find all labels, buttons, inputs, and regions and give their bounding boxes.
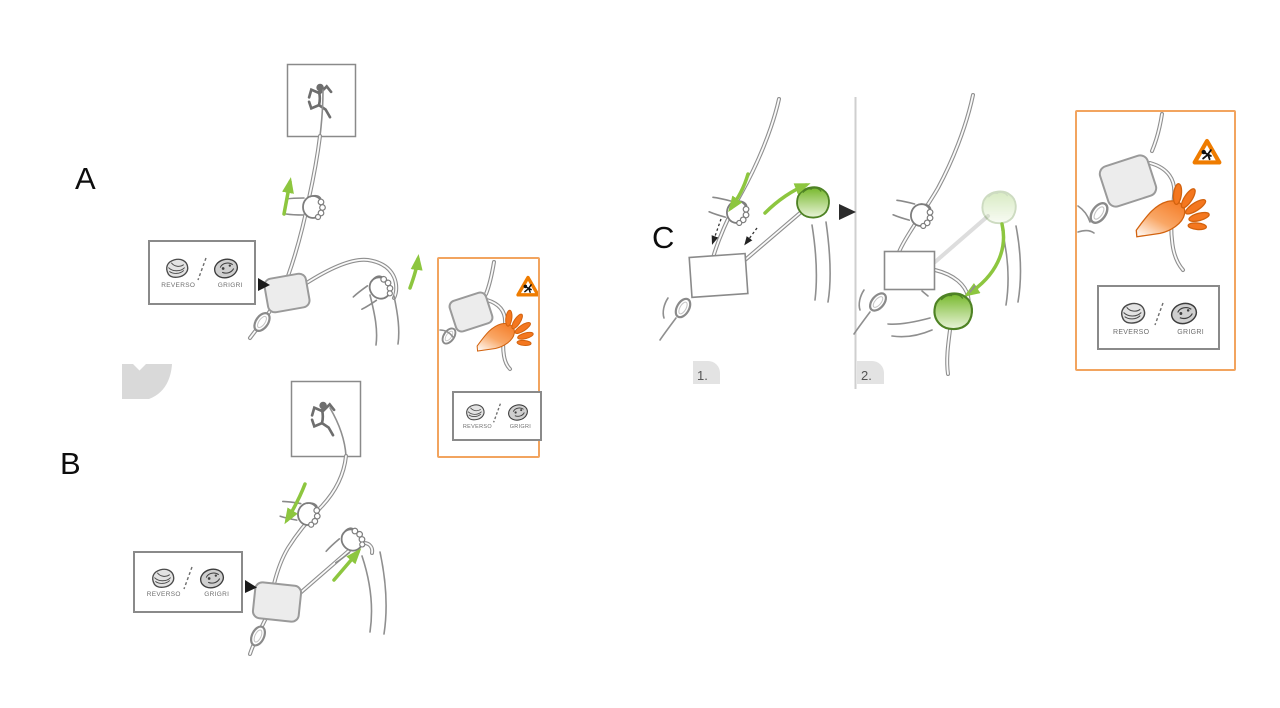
section-c-step1-illustration xyxy=(659,97,831,341)
grigri-label: GRIGRI xyxy=(204,591,230,599)
dashed-guide-right-c1 xyxy=(744,227,758,246)
sliding-hand-green-c1 xyxy=(796,186,830,219)
brake-hand-a xyxy=(350,270,399,315)
slash-separator-icon xyxy=(197,257,207,280)
device-pointer-b xyxy=(245,580,257,593)
green-arrow-brake-b xyxy=(332,548,362,582)
grigri-icon xyxy=(506,403,530,423)
warning-illustration-right xyxy=(1077,112,1219,272)
step-2-label: 2. xyxy=(861,368,872,383)
carabiner-b xyxy=(247,623,269,649)
section-label-c: C xyxy=(652,220,675,255)
device-icons-row xyxy=(164,256,240,282)
device-icons-row xyxy=(1119,300,1199,328)
green-arrow-up-c1 xyxy=(763,183,811,215)
reverso-icon xyxy=(466,404,485,421)
belay-device-a xyxy=(263,272,311,314)
green-arrow-down-b xyxy=(284,482,307,525)
device-compat-box-warning-left: REVERSO GRIGRI xyxy=(452,391,542,441)
section-c-step2-illustration xyxy=(853,93,1022,376)
gripping-hand-green-c2 xyxy=(933,292,974,331)
device-pointer-a xyxy=(258,278,270,291)
green-arrow-down-c1 xyxy=(728,172,750,213)
grigri-icon xyxy=(198,566,226,590)
reverso-label: REVERSO xyxy=(462,423,492,430)
slash-separator-icon xyxy=(492,403,502,423)
belay-device-b xyxy=(251,581,303,623)
green-curved-arrow-c2 xyxy=(963,222,1006,297)
pulling-hand-c1 xyxy=(706,193,753,229)
climber-pictogram-frame-b xyxy=(290,380,362,458)
section-label-a: A xyxy=(75,161,96,196)
warning-box-left: REVERSO GRIGRI xyxy=(437,257,542,458)
section-b-illustration xyxy=(122,364,387,656)
slash-separator-icon xyxy=(1153,302,1164,325)
step-tab-1: 1. xyxy=(693,361,720,384)
reverso-icon xyxy=(166,258,189,279)
reverso-icon xyxy=(152,568,175,588)
carabiner-c1 xyxy=(671,295,695,321)
pulling-hand-b xyxy=(278,497,324,530)
page-corner-shape xyxy=(122,364,172,399)
slash-separator-icon xyxy=(183,567,193,590)
step-1-label: 1. xyxy=(697,368,708,383)
ghost-hand-previous-position-c2 xyxy=(981,190,1017,225)
reverso-label: REVERSO xyxy=(1112,328,1150,336)
device-icons-row xyxy=(150,565,226,591)
green-arrow-up-a xyxy=(282,177,294,216)
grigri-label: GRIGRI xyxy=(217,281,243,289)
reverso-label: REVERSO xyxy=(161,281,196,289)
belay-device-warning-right xyxy=(1098,154,1158,208)
carabiner-c2 xyxy=(865,289,891,315)
belay-device-warning-left xyxy=(448,291,494,333)
step-tab-2: 2. xyxy=(857,361,884,384)
section-label-b: B xyxy=(60,446,81,481)
grigri-label: GRIGRI xyxy=(1177,328,1204,336)
dashed-guide-left-c1 xyxy=(711,218,722,245)
reverso-icon xyxy=(1120,302,1145,324)
warning-box-right: REVERSO GRIGRI xyxy=(1075,110,1236,371)
grigri-label: GRIGRI xyxy=(509,423,532,430)
belay-device-outline-c2 xyxy=(883,250,936,291)
device-compat-box-b: REVERSO GRIGRI xyxy=(133,551,243,613)
panel-advance-arrow-icon xyxy=(839,204,856,220)
device-compat-box-warning-right: REVERSO GRIGRI xyxy=(1097,285,1220,350)
section-a-illustration xyxy=(248,63,423,346)
grigri-icon xyxy=(1168,301,1199,326)
belay-device-outline-c1 xyxy=(688,252,749,299)
device-compat-box-a: REVERSO GRIGRI xyxy=(148,240,256,305)
green-arrow-brake-a xyxy=(408,254,423,290)
device-icons-row xyxy=(464,402,530,424)
reverso-label: REVERSO xyxy=(146,591,181,599)
grigri-icon xyxy=(212,257,240,281)
warning-illustration-left xyxy=(439,260,540,371)
